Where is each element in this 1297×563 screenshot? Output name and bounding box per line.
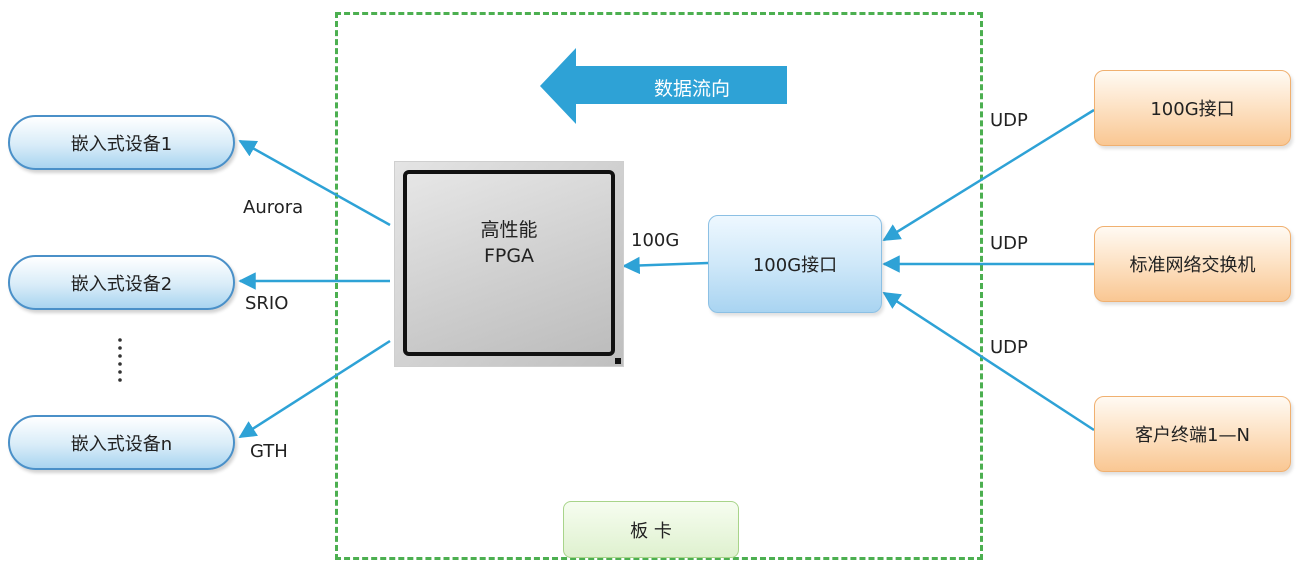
- link-label-srio: SRIO: [245, 293, 289, 314]
- fpga-label-line2: FPGA: [483, 245, 535, 267]
- device-1: 嵌入式设备1: [8, 115, 235, 170]
- fpga-label-line1: 高性能: [480, 219, 538, 241]
- board-label-text: 板 卡: [630, 520, 672, 542]
- source-client-terminals: 客户终端1—N: [1094, 396, 1291, 472]
- source-network-switch: 标准网络交换机: [1094, 226, 1291, 302]
- arrow-from-source-1: [882, 108, 1095, 242]
- link-label-100g: 100G: [631, 230, 680, 251]
- link-label-udp-1: UDP: [990, 110, 1028, 131]
- board-label: 板 卡: [563, 501, 739, 558]
- device-2-label: 嵌入式设备2: [70, 273, 173, 295]
- source-1-label: 100G接口: [1150, 99, 1235, 120]
- device-n: 嵌入式设备n: [8, 415, 235, 470]
- source-2-label: 标准网络交换机: [1129, 255, 1256, 276]
- link-label-udp-2: UDP: [990, 233, 1028, 254]
- arrow-to-device-n: [238, 339, 391, 439]
- source-3-label: 客户终端1—N: [1135, 425, 1250, 446]
- device-n-label: 嵌入式设备n: [70, 433, 173, 455]
- link-label-udp-3: UDP: [990, 337, 1028, 358]
- inner-100g-interface: 100G接口: [708, 215, 882, 313]
- source-100g-interface: 100G接口: [1094, 70, 1291, 146]
- board-outline: [335, 12, 983, 560]
- flow-label: 数据流向: [653, 77, 730, 100]
- chip-corner-marker: [615, 358, 621, 364]
- inner-100g-interface-label: 100G接口: [752, 255, 838, 276]
- left-arrow-icon: [540, 48, 787, 124]
- device-2: 嵌入式设备2: [8, 255, 235, 310]
- vertical-dots-icon: [118, 338, 122, 382]
- arrow-to-device-1: [238, 139, 391, 227]
- link-label-aurora: Aurora: [243, 197, 304, 218]
- link-label-gth: GTH: [250, 441, 288, 462]
- device-1-label: 嵌入式设备1: [70, 133, 173, 155]
- fpga-chip: 高性能 FPGA: [395, 162, 623, 366]
- arrow-from-source-3: [882, 291, 1095, 432]
- arrow-to-fpga: [622, 256, 709, 275]
